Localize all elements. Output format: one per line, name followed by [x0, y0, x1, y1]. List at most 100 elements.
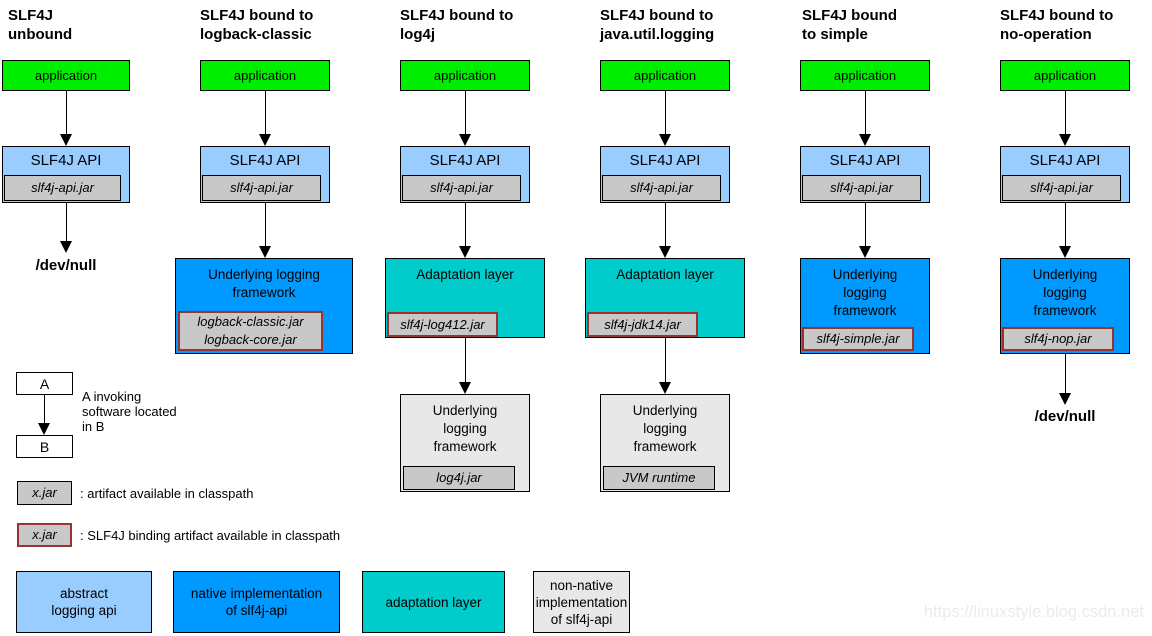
jar-label: slf4j-api.jar [1030, 180, 1093, 195]
adaptation-label: Adaptation layer [416, 267, 514, 282]
note-line: in B [82, 419, 105, 434]
dev-null-label: /dev/null [35, 257, 97, 274]
jar-badge: slf4j-api.jar [1002, 175, 1121, 201]
title-line: log4j [400, 26, 436, 43]
note-line: software located [82, 404, 177, 419]
slf4j-api-box: SLF4J API slf4j-api.jar [400, 146, 530, 203]
underlying-framework-box: Underlying logging framework logback-cla… [175, 258, 353, 354]
key-line: adaptation layer [385, 594, 482, 610]
jar-label: JVM runtime [622, 470, 696, 485]
title-line: no-operation [1000, 26, 1092, 43]
arrow-down-icon [59, 203, 73, 253]
title-line: SLF4J bound to [1000, 7, 1114, 24]
jar-label: slf4j-nop.jar [1024, 331, 1092, 346]
jar-label: x.jar [32, 485, 57, 500]
key-line: native implementation [190, 586, 323, 601]
legend-invoke-note: A invoking software located in B [82, 389, 177, 434]
adaptation-label: Adaptation layer [616, 267, 714, 282]
arrow-down-icon [858, 91, 872, 146]
jar-label: slf4j-jdk14.jar [604, 316, 681, 332]
binding-jar-badge: slf4j-nop.jar [1002, 327, 1114, 351]
slf4j-api-box: SLF4J API slf4j-api.jar [800, 146, 930, 203]
framework-label-line: Underlying [632, 403, 698, 418]
framework-label-line: Underlying [432, 403, 498, 418]
jar-label: x.jar [32, 527, 57, 542]
title-line: unbound [8, 26, 73, 43]
application-box: application [600, 60, 730, 91]
jar-label: log4j.jar [436, 470, 482, 485]
jar-badge: slf4j-api.jar [402, 175, 521, 201]
key-line: of slf4j-api [225, 603, 288, 618]
slf4j-api-label: SLF4J API [829, 152, 901, 169]
column-title-log4j: SLF4J bound to log4j [400, 6, 513, 44]
key-adaptation-layer: adaptation layer [362, 571, 505, 633]
slf4j-api-label: SLF4J API [1029, 152, 1101, 169]
underlying-framework-box: Underlying logging framework log4j.jar [400, 394, 530, 492]
key-line: abstract [59, 586, 109, 601]
arrow-down-icon [258, 203, 272, 258]
title-line: SLF4J bound to [400, 7, 514, 24]
slf4j-api-label: SLF4J API [229, 152, 301, 169]
underlying-framework-box: Underlying logging framework JVM runtime [600, 394, 730, 492]
arrow-down-icon [658, 203, 672, 258]
jar-badge: slf4j-api.jar [4, 175, 121, 201]
application-box: application [800, 60, 930, 91]
column-title-jul: SLF4J bound to java.util.logging [600, 6, 714, 44]
jar-badge: slf4j-api.jar [802, 175, 921, 201]
framework-label-line: framework [833, 303, 897, 318]
jar-label: logback-core.jar [204, 332, 297, 347]
framework-label-line: logging [1043, 285, 1087, 300]
column-title-logback: SLF4J bound to logback-classic [200, 6, 313, 44]
application-box: application [1000, 60, 1130, 91]
arrow-down-icon [258, 91, 272, 146]
jar-label: slf4j-simple.jar [816, 331, 900, 346]
title-line: SLF4J [8, 7, 54, 24]
jar-badge: slf4j-api.jar [202, 175, 321, 201]
framework-label-line: framework [1033, 303, 1097, 318]
title-line: SLF4J bound [802, 7, 897, 24]
arrow-down-icon [1058, 91, 1072, 146]
application-box: application [2, 60, 130, 91]
arrow-down-icon [858, 203, 872, 258]
key-line: of slf4j-api [550, 611, 613, 627]
binding-jar-badge: logback-classic.jar logback-core.jar [178, 311, 323, 351]
key-non-native-implementation: non-native implementation of slf4j-api [533, 571, 630, 633]
framework-label-line: Underlying [832, 267, 898, 282]
title-line: SLF4J bound to [600, 7, 714, 24]
jar-label: slf4j-api.jar [230, 180, 293, 195]
jar-label: logback-classic.jar [197, 314, 304, 329]
title-line: logback-classic [200, 26, 312, 43]
slf4j-api-box: SLF4J API slf4j-api.jar [600, 146, 730, 203]
arrow-down-icon [658, 338, 672, 394]
underlying-framework-box: Underlying logging framework slf4j-nop.j… [1000, 258, 1130, 354]
arrow-down-icon [458, 203, 472, 258]
slf4j-api-box: SLF4J API slf4j-api.jar [1000, 146, 1130, 203]
column-title-nop: SLF4J bound to no-operation [1000, 6, 1113, 44]
application-box: application [400, 60, 530, 91]
key-abstract-logging-api: abstract logging api [16, 571, 152, 633]
jar-label: slf4j-log412.jar [400, 316, 485, 332]
framework-label-line: logging [643, 421, 687, 436]
arrow-down-icon [458, 338, 472, 394]
dev-null-label: /dev/null [1034, 408, 1096, 425]
binding-jar-badge: slf4j-jdk14.jar [587, 312, 698, 337]
jar-label: slf4j-api.jar [430, 180, 493, 195]
watermark: https://linuxstyle.blog.csdn.net [923, 603, 1144, 621]
legend-jar-badge: x.jar [17, 481, 72, 505]
arrow-down-icon [59, 91, 73, 146]
title-line: java.util.logging [600, 26, 715, 43]
key-line: logging api [51, 603, 117, 618]
legend-binding-note: : SLF4J binding artifact available in cl… [80, 528, 341, 543]
binding-jar-badge: slf4j-simple.jar [802, 327, 914, 351]
jar-badge: log4j.jar [403, 466, 515, 490]
framework-label-line: Underlying [1032, 267, 1098, 282]
arrow-down-icon [1058, 354, 1072, 405]
key-native-implementation: native implementation of slf4j-api [173, 571, 340, 633]
jar-label: slf4j-api.jar [31, 180, 94, 195]
underlying-framework-box: Underlying logging framework slf4j-simpl… [800, 258, 930, 354]
slf4j-api-box: SLF4J API slf4j-api.jar [2, 146, 130, 203]
framework-label-line: logging [443, 421, 487, 436]
framework-label-line: framework [433, 439, 497, 454]
binding-jar-badge: slf4j-log412.jar [387, 312, 498, 337]
